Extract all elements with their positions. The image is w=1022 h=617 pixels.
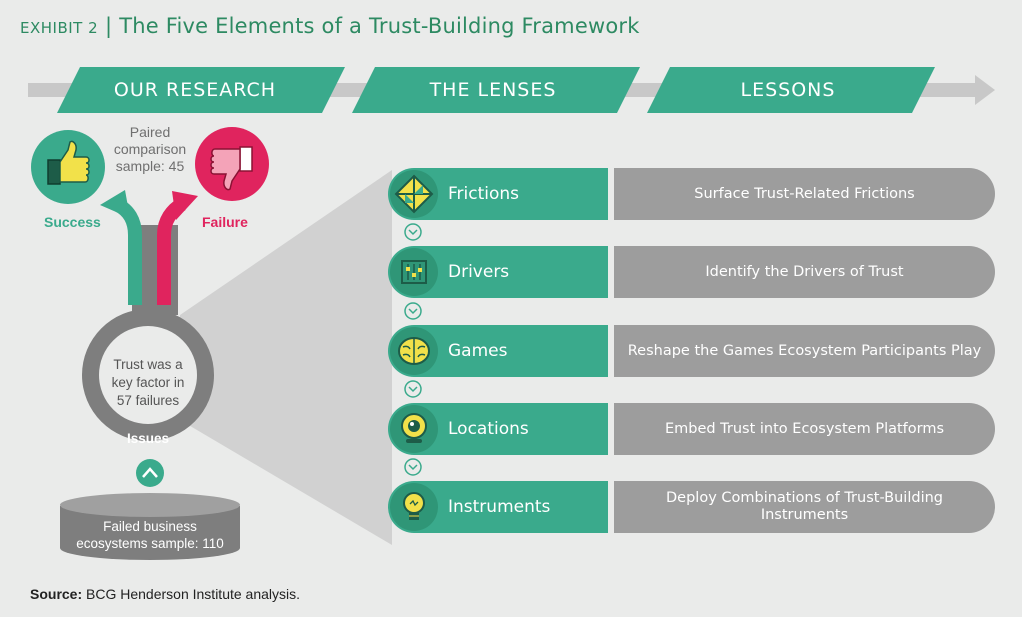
- lens-icon-circle: [390, 170, 438, 218]
- chevron-down-icon: [404, 380, 422, 398]
- banner-lessons: LESSONS: [740, 79, 836, 101]
- issues-text: Trust was a key factor in 57 failures: [98, 356, 198, 410]
- lesson-instruments: Deploy Combinations of Trust-Building In…: [614, 481, 995, 533]
- banner-lessons-shape: [647, 67, 935, 113]
- lesson-frictions: Surface Trust-Related Frictions: [614, 168, 995, 220]
- lens-row-drivers: Drivers: [388, 246, 608, 298]
- title-text: The Five Elements of a Trust-Building Fr…: [119, 14, 640, 38]
- issues-ring-inner: [99, 326, 197, 424]
- lesson-line-2: Instruments: [760, 507, 849, 523]
- lesson-line-1: Deploy Combinations of Trust-Building: [666, 490, 943, 506]
- chevron-down-icon: [404, 223, 422, 241]
- exhibit-number: Exhibit 2: [20, 19, 99, 37]
- lens-row-frictions: Frictions: [388, 168, 608, 220]
- chevron-down-icon: [404, 458, 422, 476]
- thumbs-down-icon: [210, 146, 253, 191]
- lens-label: Drivers: [448, 262, 510, 282]
- banner-our-research: OUR RESEARCH: [113, 79, 277, 101]
- failure-arrowhead: [172, 191, 198, 220]
- source-text: BCG Henderson Institute analysis.: [86, 586, 301, 602]
- lens-label: Instruments: [448, 497, 551, 517]
- source-note: Source: BCG Henderson Institute analysis…: [30, 586, 300, 602]
- failure-label: Failure: [202, 214, 248, 230]
- frictions-icon: [394, 174, 434, 214]
- issues-label: Issues: [126, 431, 170, 446]
- lens-label: Frictions: [448, 184, 520, 204]
- banner-lenses-shape: [352, 67, 640, 113]
- exhibit-title: Exhibit 2 | The Five Elements of a Trust…: [20, 14, 640, 38]
- issues-line-3: 57 failures: [116, 393, 180, 408]
- up-chevron-circle: [136, 459, 164, 487]
- lesson-locations: Embed Trust into Ecosystem Platforms: [614, 403, 995, 455]
- timeline-arrow-head: [975, 75, 995, 105]
- success-label: Success: [44, 214, 101, 230]
- webcam-icon: [401, 413, 427, 443]
- banner-research-shape: [57, 67, 345, 113]
- paired-sample-text: Paired comparison sample: 45: [100, 124, 200, 175]
- issues-line-2: key factor in: [111, 375, 185, 390]
- lens-row-games: Games: [388, 325, 608, 377]
- paired-line-2: comparison: [113, 141, 187, 157]
- success-arrow-path: [114, 198, 142, 305]
- lens-icon-circle: [390, 248, 438, 296]
- success-arrowhead: [100, 190, 130, 218]
- failed-line-2: ecosystems sample: 110: [76, 536, 224, 551]
- title-separator: |: [105, 14, 113, 38]
- lens-row-instruments: Instruments: [388, 481, 608, 533]
- cylinder-top: [60, 493, 240, 517]
- thumbs-up-icon: [47, 140, 90, 185]
- lens-icon-circle: [390, 483, 438, 531]
- banner-the-lenses: THE LENSES: [429, 79, 557, 101]
- sliders-icon: [401, 260, 427, 284]
- lens-label: Locations: [448, 419, 529, 439]
- lens-icon-circle: [390, 327, 438, 375]
- source-label: Source:: [30, 586, 83, 602]
- issues-line-1: Trust was a: [113, 357, 183, 372]
- chevron-down-icon: [404, 302, 422, 320]
- chevron-up-icon: [142, 467, 158, 478]
- brain-icon: [398, 337, 430, 365]
- lens-label: Games: [448, 341, 508, 361]
- lens-row-locations: Locations: [388, 403, 608, 455]
- failed-sample-text: Failed business ecosystems sample: 110: [60, 518, 240, 552]
- failed-line-1: Failed business: [103, 519, 197, 534]
- paired-line-3: sample: 45: [115, 158, 185, 174]
- funnel-projection: [180, 170, 392, 545]
- lesson-drivers: Identify the Drivers of Trust: [614, 246, 995, 298]
- lightbulb-icon: [403, 492, 425, 520]
- lens-icon-circle: [390, 405, 438, 453]
- lesson-games: Reshape the Games Ecosystem Participants…: [614, 325, 995, 377]
- paired-line-1: Paired: [129, 124, 171, 140]
